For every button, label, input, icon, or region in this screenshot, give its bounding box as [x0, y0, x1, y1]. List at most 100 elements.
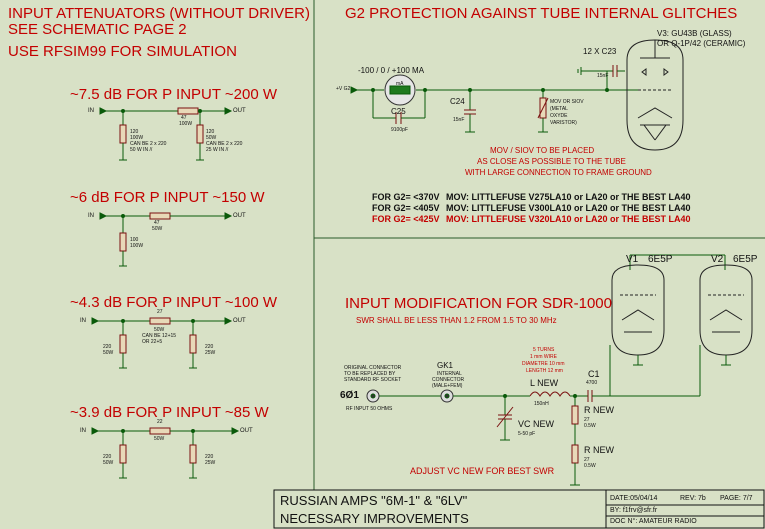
sdr-input-circuit	[366, 254, 753, 486]
l-new-label: L NEW	[530, 378, 559, 388]
att3-series-value: 27	[157, 309, 163, 315]
att1-in-label: IN	[88, 108, 94, 114]
v1-type: 6E5P	[648, 254, 673, 265]
att1-series-value: 47	[181, 115, 187, 121]
r-new-1-label: R NEW	[584, 405, 614, 415]
mov-label-3: OXYDE	[550, 113, 568, 119]
meter-unit-label: mA	[396, 81, 404, 87]
att1-shunt1-power: 100W	[130, 135, 144, 141]
c25-value: 9100pF	[391, 127, 408, 133]
att2-series-power: 50W	[152, 226, 163, 232]
att4-out-label: OUT	[240, 428, 253, 434]
att4-shunt1-value: 220	[103, 454, 112, 460]
attenuators-title: INPUT ATTENUATORS (WITHOUT DRIVER)	[8, 5, 310, 22]
att3-series-note2: OR 22+5	[142, 339, 163, 345]
gk1-note-3: (MALE+FEM)	[432, 383, 463, 389]
v1-label: V1	[626, 254, 639, 265]
att4-series-value: 22	[157, 419, 163, 425]
c24-value: 15nF	[453, 117, 465, 123]
meter-range-label: -100 / 0 / +100 MA	[358, 66, 425, 75]
simulation-note: USE RFSIM99 FOR SIMULATION	[8, 43, 237, 60]
att1-shunt1-note2: 50 W IN //	[130, 147, 153, 153]
orig-connector-note-3: STANDARD RF SOCKET	[344, 377, 402, 383]
att3-shunt1-power: 50W	[103, 350, 114, 356]
mov-label-4: VARISTOR)	[550, 120, 577, 126]
gk1-note-2: CONNECTOR	[432, 377, 465, 383]
att2-out-label: OUT	[233, 213, 246, 219]
attenuator-4-heading: ~3.9 dB FOR P INPUT ~85 W	[70, 404, 269, 421]
mov-row-3-label: FOR G2= <425V	[372, 214, 440, 224]
title-author: BY: f1frv@sfr.fr	[610, 507, 658, 514]
title-date: DATE:05/04/14	[610, 495, 658, 502]
attenuator-2-circuit	[99, 212, 233, 267]
g2-protection-circuit	[350, 39, 684, 151]
mov-row-2-text: MOV: LITTLEFUSE V300LA10 or LA20 or THE …	[446, 203, 691, 213]
mov-row-2-label: FOR G2= <405V	[372, 203, 440, 213]
att4-series-power: 50W	[154, 436, 165, 442]
coil-spec-2: 1 mm WIRE	[530, 354, 557, 360]
c23-value: 15nF	[597, 73, 609, 79]
att4-shunt2-power: 25W	[205, 460, 216, 466]
att3-shunt1-value: 220	[103, 344, 112, 350]
mov-placement-note-2: AS CLOSE AS POSSIBLE TO THE TUBE	[477, 157, 626, 166]
c1-label: C1	[588, 369, 600, 379]
r-new-2-power: 0.5W	[584, 463, 596, 469]
title-block-frame	[273, 489, 765, 529]
r-new-1-value: 27	[584, 417, 590, 423]
title-doc-number: DOC N°: AMATEUR RADIO	[610, 518, 697, 525]
att1-series-power: 100W	[179, 121, 193, 127]
mov-row-1-text: MOV: LITTLEFUSE V275LA10 or LA20 or THE …	[446, 192, 691, 202]
att1-shunt2-note1: CAN BE 2 x 220	[206, 141, 243, 147]
title-rev: REV: 7b	[680, 495, 706, 502]
adjust-vc-note: ADJUST VC NEW FOR BEST SWR	[410, 466, 555, 476]
gk1-note-1: INTERNAL	[437, 371, 462, 377]
attenuator-3-circuit	[91, 317, 233, 369]
coil-spec-4: LENGTH 12 mm	[526, 368, 563, 374]
title-page: PAGE: 7/7	[720, 495, 753, 502]
gk1-label: GK1	[437, 361, 454, 370]
r-new-2-value: 27	[584, 457, 590, 463]
vg2-label: +V G2	[336, 86, 351, 92]
att3-shunt2-value: 220	[205, 344, 214, 350]
v3-tube-label-1: V3: GU43B (GLASS)	[657, 29, 732, 38]
attenuator-1-circuit	[99, 107, 233, 161]
attenuator-2-heading: ~6 dB FOR P INPUT ~150 W	[70, 189, 265, 206]
mov-label-1: MOV OR SIOV	[550, 99, 584, 105]
g2-protection-title: G2 PROTECTION AGAINST TUBE INTERNAL GLIT…	[345, 5, 738, 22]
att4-in-label: IN	[80, 428, 86, 434]
coil-spec-3: DIAMETRE 10 mm	[522, 361, 565, 367]
att3-shunt2-power: 25W	[205, 350, 216, 356]
att1-shunt2-note2: 25 W IN //	[206, 147, 229, 153]
r-new-2-label: R NEW	[584, 445, 614, 455]
attenuator-1-heading: ~7.5 dB FOR P INPUT ~200 W	[70, 86, 278, 103]
orig-connector-note-2: TO BE REPLACED BY	[344, 371, 396, 377]
swr-requirement: SWR SHALL BE LESS THAN 1.2 FROM 1.5 TO 3…	[356, 316, 557, 325]
mov-row-3-text: MOV: LITTLEFUSE V320LA10 or LA20 or THE …	[446, 214, 691, 224]
v2-type: 6E5P	[733, 254, 758, 265]
c24-label: C24	[450, 97, 465, 106]
att3-in-label: IN	[80, 318, 86, 324]
coil-spec-1: 5 TURNS	[533, 347, 555, 353]
att3-out-label: OUT	[233, 318, 246, 324]
mov-placement-note-3: WITH LARGE CONNECTION TO FRAME GROUND	[465, 168, 652, 177]
rf-input-label: RF INPUT 50 OHMS	[346, 406, 393, 412]
title-line-2: NECESSARY IMPROVEMENTS	[280, 511, 469, 526]
mov-row-1-label: FOR G2= <370V	[372, 192, 440, 202]
l-new-value: 150nH	[534, 401, 549, 407]
see-schematic-note: SEE SCHEMATIC PAGE 2	[8, 21, 187, 38]
orig-connector-note-1: ORIGINAL CONNECTOR	[344, 365, 402, 371]
att1-shunt2-power: 50W	[206, 135, 217, 141]
c1-value: 4700	[586, 380, 598, 386]
v3-tube-label-2: OR Q-1P/42 (CERAMIC)	[657, 39, 746, 48]
att1-shunt2-value: 120	[206, 129, 215, 135]
vc-new-value: 5-50 pF	[518, 431, 536, 437]
attenuator-4-circuit	[91, 427, 240, 479]
connector-designator: 6Ø1	[340, 390, 359, 401]
r-new-1-power: 0.5W	[584, 423, 596, 429]
att1-shunt1-value: 120	[130, 129, 139, 135]
att1-out-label: OUT	[233, 108, 246, 114]
att2-shunt1-value: 100	[130, 237, 139, 243]
attenuator-3-heading: ~4.3 dB FOR P INPUT ~100 W	[70, 294, 278, 311]
